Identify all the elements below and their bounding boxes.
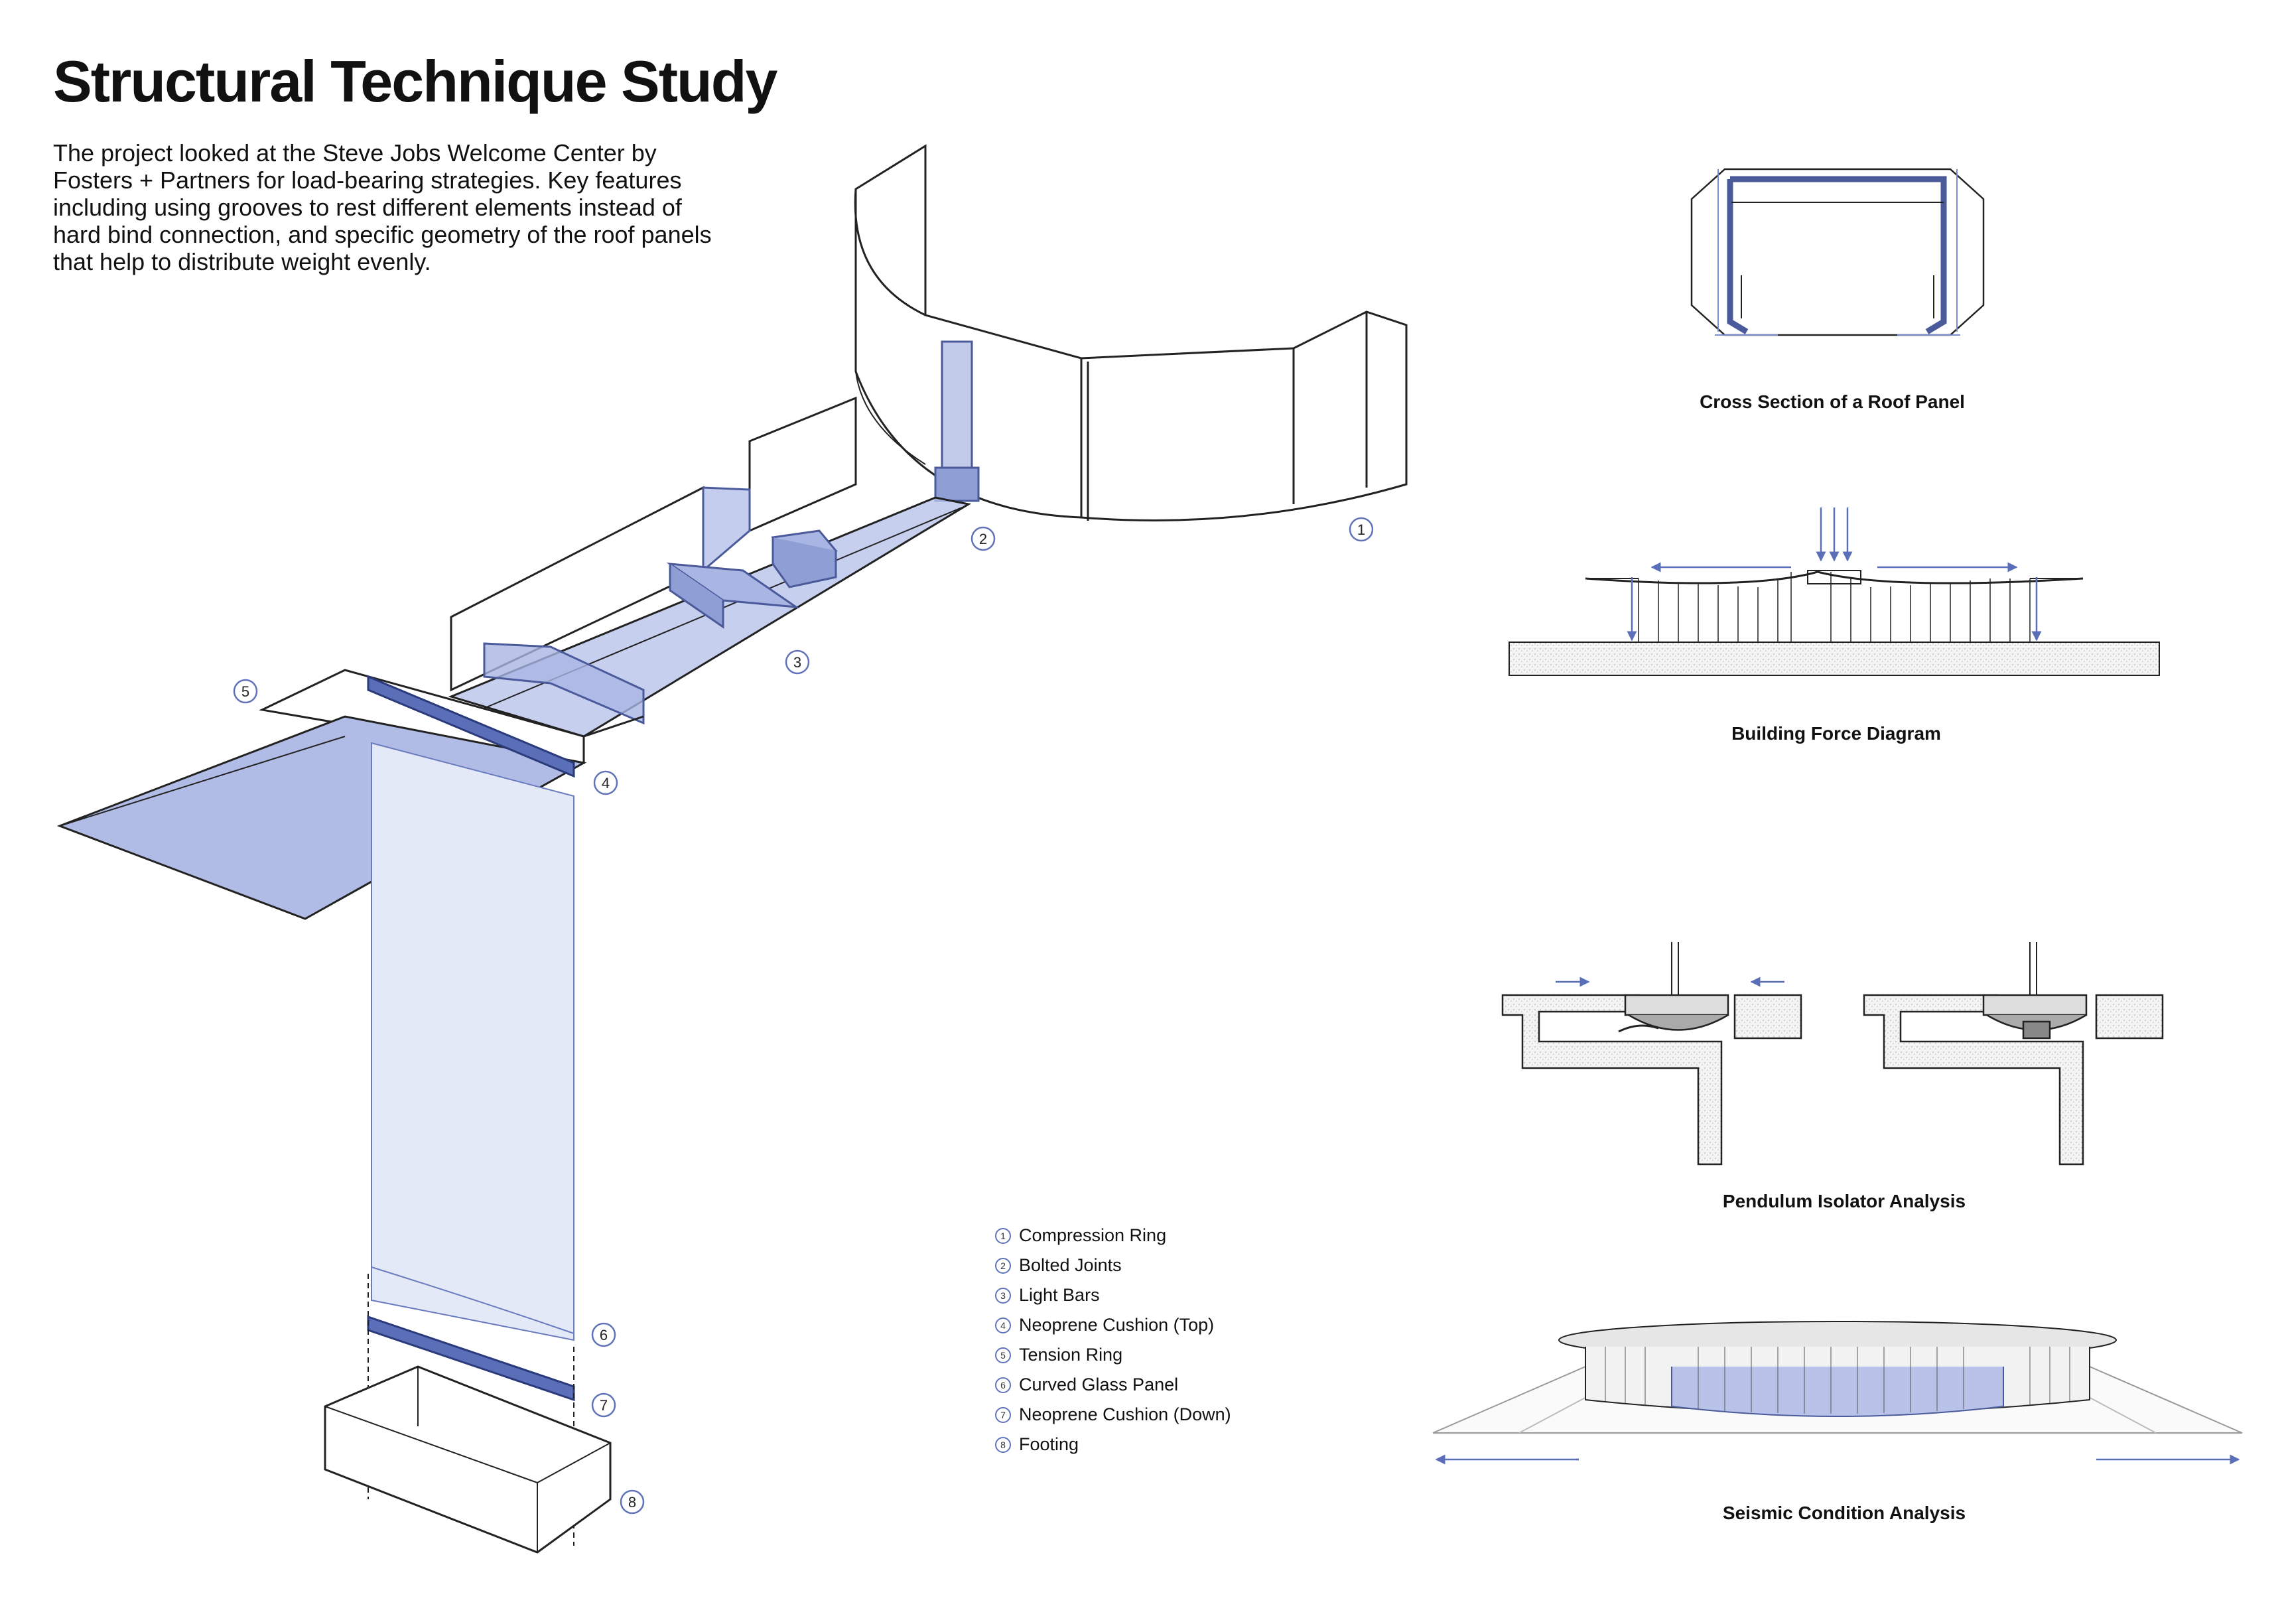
legend-number: 2 xyxy=(995,1257,1011,1274)
neoprene-bottom xyxy=(367,1315,575,1402)
callout-2: 2 xyxy=(971,526,996,551)
legend-item: 1 Compression Ring xyxy=(995,1221,1231,1251)
roof-ring-beam xyxy=(448,396,972,738)
legend-number: 3 xyxy=(995,1287,1011,1304)
callout-7: 7 xyxy=(591,1392,616,1418)
caption-force-diagram: Building Force Diagram xyxy=(1731,723,1941,744)
neoprene-top xyxy=(367,675,575,778)
legend-label: Footing xyxy=(1019,1434,1079,1454)
legend-label: Neoprene Cushion (Down) xyxy=(1019,1404,1231,1424)
page-title: Structural Technique Study xyxy=(53,48,777,114)
compression-ring xyxy=(854,144,1408,521)
legend-label: Bolted Joints xyxy=(1019,1255,1122,1275)
intro-paragraph: The project looked at the Steve Jobs Wel… xyxy=(53,139,712,275)
svg-text:8: 8 xyxy=(628,1494,636,1511)
callout-8: 8 xyxy=(620,1489,645,1515)
svg-text:1: 1 xyxy=(1357,521,1365,538)
legend-number: 4 xyxy=(995,1317,1011,1333)
pendulum-isolator xyxy=(1501,942,2164,1166)
legend-item: 2 Bolted Joints xyxy=(995,1251,1231,1280)
legend-label: Tension Ring xyxy=(1019,1345,1123,1365)
legend-number: 5 xyxy=(995,1347,1011,1363)
svg-text:7: 7 xyxy=(600,1397,608,1414)
legend-number: 1 xyxy=(995,1227,1011,1244)
legend-item: 6 Curved Glass Panel xyxy=(995,1370,1231,1400)
callout-6: 6 xyxy=(591,1322,616,1347)
svg-text:2: 2 xyxy=(979,531,987,547)
legend-item: 5 Tension Ring xyxy=(995,1340,1231,1370)
exploded-axonometric xyxy=(56,144,1408,1554)
svg-text:4: 4 xyxy=(602,775,610,791)
legend-item: 3 Light Bars xyxy=(995,1280,1231,1310)
callouts: 1 2 3 4 5 6 7 8 xyxy=(233,517,1374,1515)
svg-text:6: 6 xyxy=(600,1327,608,1343)
legend-item: 4 Neoprene Cushion (Top) xyxy=(995,1310,1231,1340)
callout-4: 4 xyxy=(593,770,618,795)
svg-text:5: 5 xyxy=(241,683,249,700)
svg-text:3: 3 xyxy=(793,654,801,671)
callout-1: 1 xyxy=(1349,517,1374,542)
legend-label: Neoprene Cushion (Top) xyxy=(1019,1315,1215,1335)
legend-label: Curved Glass Panel xyxy=(1019,1375,1179,1394)
pendulum-right xyxy=(1863,942,2164,1166)
legend-number: 7 xyxy=(995,1406,1011,1423)
seismic-condition xyxy=(1432,1321,2243,1465)
legend-label: Compression Ring xyxy=(1019,1225,1167,1245)
caption-seismic: Seismic Condition Analysis xyxy=(1722,1503,1966,1523)
legend-label: Light Bars xyxy=(1019,1285,1100,1305)
callout-5: 5 xyxy=(233,679,258,704)
curved-glass-panel xyxy=(371,742,574,1341)
legend-number: 8 xyxy=(995,1436,1011,1453)
pendulum-left xyxy=(1501,942,1802,1166)
legend: 1 Compression Ring 2 Bolted Joints 3 Light … xyxy=(995,1221,1231,1459)
legend-number: 6 xyxy=(995,1377,1011,1393)
legend-item: 7 Neoprene Cushion (Down) xyxy=(995,1400,1231,1430)
caption-pendulum: Pendulum Isolator Analysis xyxy=(1722,1191,1966,1211)
force-diagram xyxy=(1509,508,2160,676)
footing xyxy=(324,1365,612,1554)
callout-3: 3 xyxy=(785,649,810,675)
roof-panel-section xyxy=(1690,168,1985,336)
legend-item: 8 Footing xyxy=(995,1430,1231,1459)
caption-roof-panel: Cross Section of a Roof Panel xyxy=(1700,391,1965,412)
